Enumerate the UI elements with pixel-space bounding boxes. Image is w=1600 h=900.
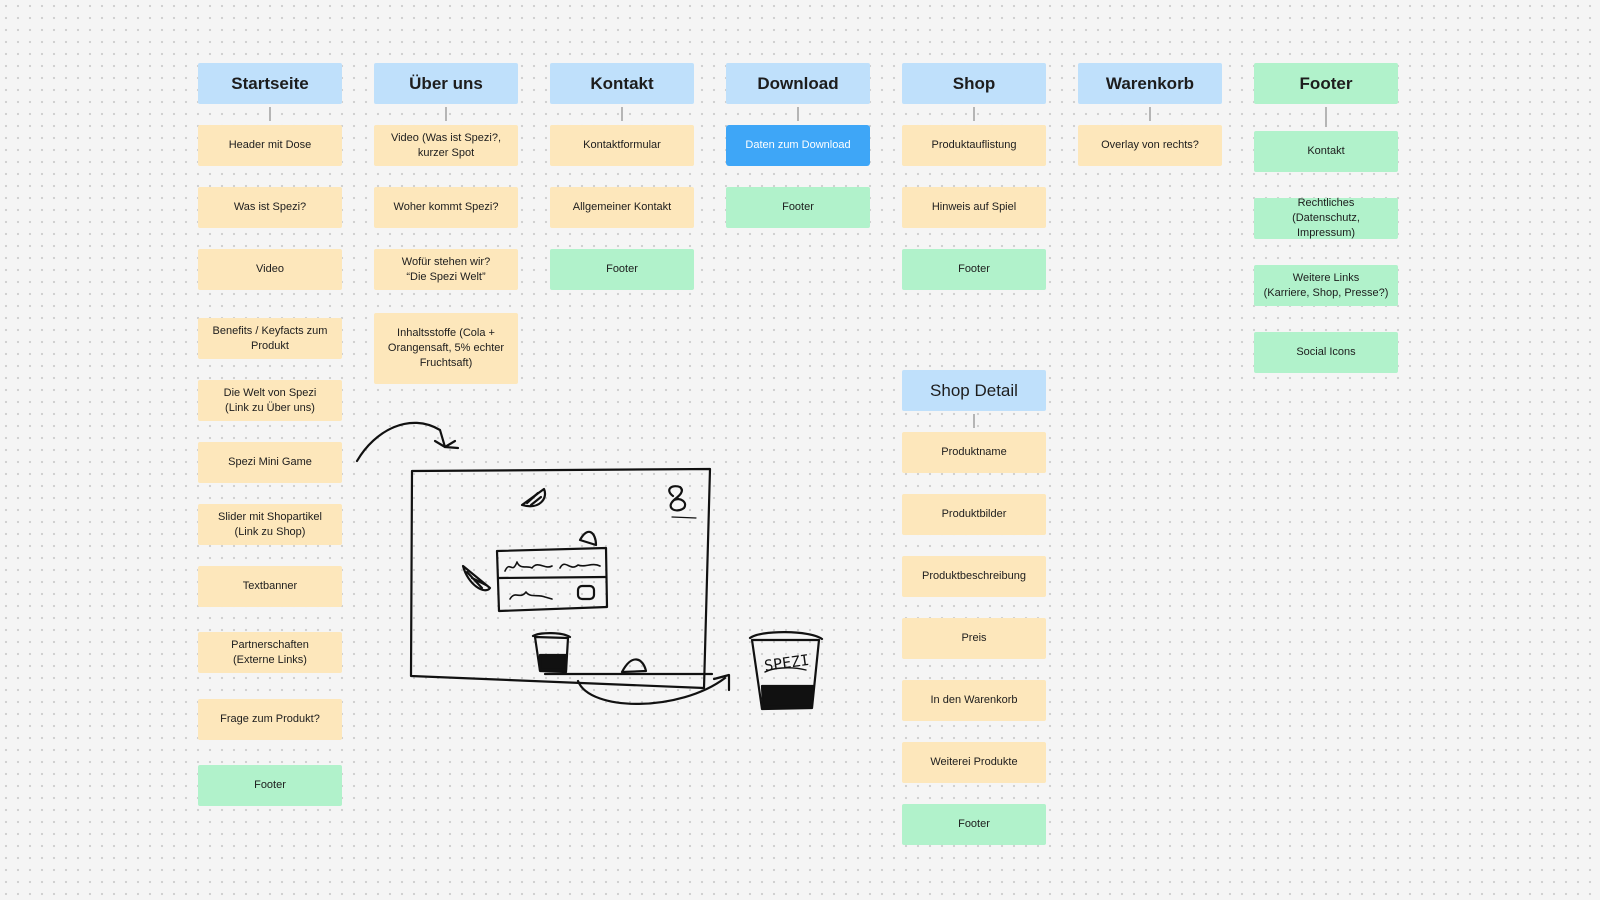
card-was-ist-spezi[interactable]: Was ist Spezi? bbox=[198, 187, 342, 228]
header-shop-detail[interactable]: Shop Detail bbox=[902, 370, 1046, 411]
header-ueber-uns[interactable]: Über uns bbox=[374, 63, 518, 104]
can-label: SPEZI bbox=[763, 651, 810, 675]
card-kontakt[interactable]: Kontakt bbox=[1254, 131, 1398, 172]
card-in-den-warenkorb[interactable]: In den Warenkorb bbox=[902, 680, 1046, 721]
connector bbox=[621, 107, 623, 121]
header-footer[interactable]: Footer bbox=[1254, 63, 1398, 104]
arrow-out bbox=[576, 676, 727, 705]
card-video[interactable]: Video bbox=[198, 249, 342, 290]
column-startseite: Startseite Header mit Dose Was ist Spezi… bbox=[198, 63, 342, 806]
arrow-in bbox=[355, 421, 447, 463]
card-footer[interactable]: Footer bbox=[550, 249, 694, 290]
card-footer[interactable]: Footer bbox=[902, 804, 1046, 845]
column-footer: Footer Kontakt Rechtliches (Datenschutz,… bbox=[1254, 63, 1398, 373]
connector bbox=[1325, 107, 1327, 127]
connector bbox=[445, 107, 447, 121]
card-daten-zum-download[interactable]: Daten zum Download bbox=[726, 125, 870, 166]
column-shop: Shop Produktauflistung Hinweis auf Spiel… bbox=[902, 63, 1046, 290]
card-weitere-produkte[interactable]: Weiterei Produkte bbox=[902, 742, 1046, 783]
card-footer[interactable]: Footer bbox=[902, 249, 1046, 290]
header-download[interactable]: Download bbox=[726, 63, 870, 104]
card-slider[interactable]: Slider mit Shopartikel (Link zu Shop) bbox=[198, 504, 342, 545]
header-kontakt[interactable]: Kontakt bbox=[550, 63, 694, 104]
card-allgemeiner-kontakt[interactable]: Allgemeiner Kontakt bbox=[550, 187, 694, 228]
card-partnerschaften[interactable]: Partnerschaften (Externe Links) bbox=[198, 632, 342, 673]
score-number bbox=[668, 485, 687, 512]
game-dialog bbox=[495, 546, 609, 613]
header-startseite[interactable]: Startseite bbox=[198, 63, 342, 104]
card-mini-game[interactable]: Spezi Mini Game bbox=[198, 442, 342, 483]
card-inhaltsstoffe[interactable]: Inhaltsstoffe (Cola + Orangensaft, 5% ec… bbox=[374, 313, 518, 384]
card-wofuer-stehen-wir[interactable]: Wofür stehen wir? “Die Spezi Welt” bbox=[374, 249, 518, 290]
card-video-spot[interactable]: Video (Was ist Spezi?, kurzer Spot bbox=[374, 125, 518, 166]
card-woher-kommt-spezi[interactable]: Woher kommt Spezi? bbox=[374, 187, 518, 228]
card-produktname[interactable]: Produktname bbox=[902, 432, 1046, 473]
card-footer[interactable]: Footer bbox=[198, 765, 342, 806]
connector bbox=[797, 107, 799, 121]
orange-slice-icon bbox=[461, 564, 492, 592]
card-social-icons[interactable]: Social Icons bbox=[1254, 332, 1398, 373]
connector bbox=[269, 107, 271, 121]
card-footer[interactable]: Footer bbox=[726, 187, 870, 228]
card-textbanner[interactable]: Textbanner bbox=[198, 566, 342, 607]
card-produktbilder[interactable]: Produktbilder bbox=[902, 494, 1046, 535]
card-overlay-von-rechts[interactable]: Overlay von rechts? bbox=[1078, 125, 1222, 166]
card-rechtliches[interactable]: Rechtliches (Datenschutz, Impressum) bbox=[1254, 197, 1398, 239]
card-hinweis-auf-spiel[interactable]: Hinweis auf Spiel bbox=[902, 187, 1046, 228]
connector bbox=[973, 107, 975, 121]
game-frame bbox=[409, 467, 712, 690]
column-kontakt: Kontakt Kontaktformular Allgemeiner Kont… bbox=[550, 63, 694, 290]
card-welt-von-spezi[interactable]: Die Welt von Spezi (Link zu Über uns) bbox=[198, 380, 342, 421]
orange-slice-icon bbox=[620, 658, 648, 674]
connector bbox=[973, 414, 975, 428]
spezi-can-icon bbox=[750, 638, 821, 711]
column-download: Download Daten zum Download Footer bbox=[726, 63, 870, 228]
column-shop-detail: Shop Detail Produktname Produktbilder Pr… bbox=[902, 370, 1046, 845]
orange-slice-icon bbox=[578, 530, 598, 547]
connector bbox=[1149, 107, 1151, 121]
card-produktauflistung[interactable]: Produktauflistung bbox=[902, 125, 1046, 166]
card-kontaktformular[interactable]: Kontaktformular bbox=[550, 125, 694, 166]
card-produktbeschreibung[interactable]: Produktbeschreibung bbox=[902, 556, 1046, 597]
card-preis[interactable]: Preis bbox=[902, 618, 1046, 659]
column-ueber-uns: Über uns Video (Was ist Spezi?, kurzer S… bbox=[374, 63, 518, 384]
card-benefits[interactable]: Benefits / Keyfacts zum Produkt bbox=[198, 318, 342, 359]
header-warenkorb[interactable]: Warenkorb bbox=[1078, 63, 1222, 104]
orange-slice-icon bbox=[520, 487, 547, 508]
card-header-mit-dose[interactable]: Header mit Dose bbox=[198, 125, 342, 166]
card-frage-zum-produkt[interactable]: Frage zum Produkt? bbox=[198, 699, 342, 740]
header-shop[interactable]: Shop bbox=[902, 63, 1046, 104]
column-warenkorb: Warenkorb Overlay von rechts? bbox=[1078, 63, 1222, 166]
card-weitere-links[interactable]: Weitere Links (Karriere, Shop, Presse?) bbox=[1254, 265, 1398, 306]
